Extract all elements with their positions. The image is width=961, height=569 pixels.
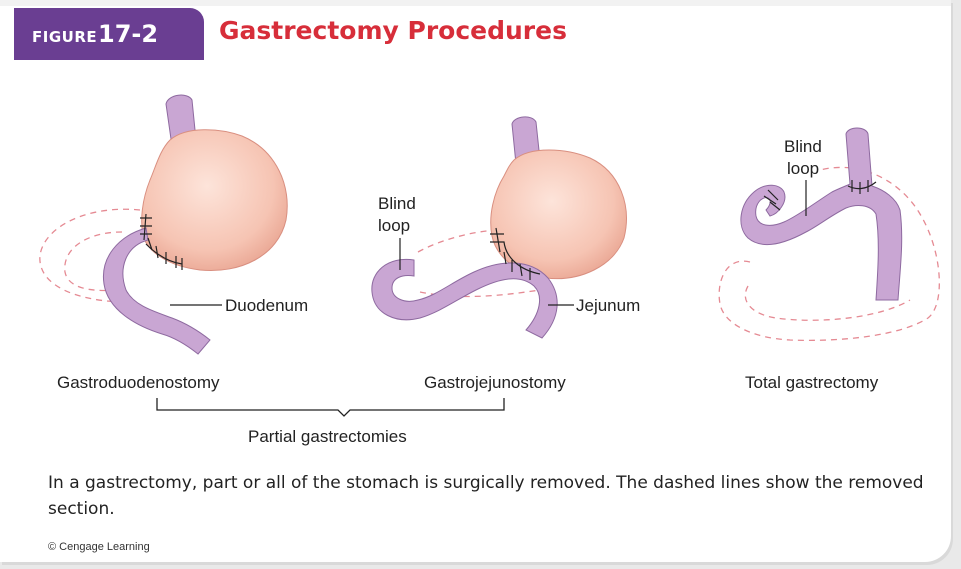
label-duodenum: Duodenum: [225, 296, 308, 315]
procedure-total-gastrectomy: Total gastrectomy: [745, 373, 879, 392]
copyright-credit: © Cengage Learning: [48, 541, 150, 553]
removed-section-outline: [418, 230, 496, 252]
gastrectomy-illustration: Duodenum Jejunum Blind loop Blind loop G…: [0, 0, 951, 470]
gastroduodenostomy-illustration: [40, 95, 287, 354]
stomach: [142, 130, 288, 271]
label-blind-loop-total: Blind: [784, 137, 822, 156]
total-gastrectomy-illustration: [719, 128, 939, 340]
stomach: [491, 150, 627, 279]
procedure-gastroduodenostomy: Gastroduodenostomy: [57, 373, 220, 392]
partial-gastrectomies-bracket: [157, 398, 504, 416]
partial-gastrectomies-label: Partial gastrectomies: [248, 427, 407, 446]
label-blind-loop-gastrojejunostomy-line2: loop: [378, 216, 410, 235]
label-blind-loop-gastrojejunostomy: Blind: [378, 194, 416, 213]
figure-caption: In a gastrectomy, part or all of the sto…: [48, 470, 928, 522]
label-jejunum: Jejunum: [576, 296, 640, 315]
label-blind-loop-total-line2: loop: [787, 159, 819, 178]
procedure-gastrojejunostomy: Gastrojejunostomy: [424, 373, 566, 392]
